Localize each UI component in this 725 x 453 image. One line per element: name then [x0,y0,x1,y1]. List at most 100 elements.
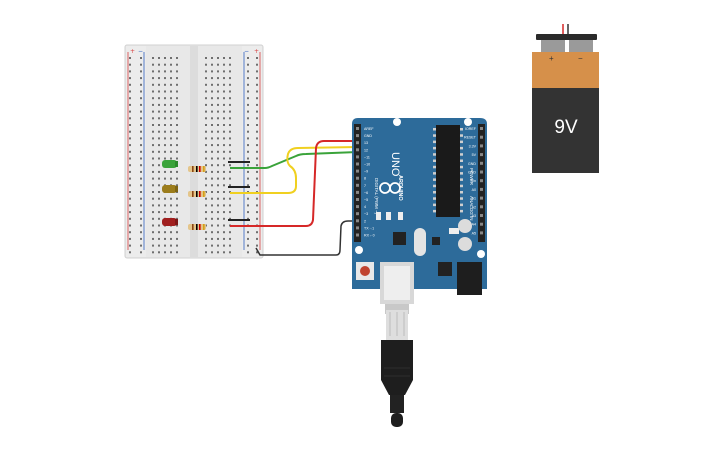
breadboard-hole[interactable] [229,157,231,160]
breadboard-hole[interactable] [164,137,166,140]
breadboard-hole[interactable] [140,137,142,140]
breadboard-hole[interactable] [205,177,207,180]
breadboard-hole[interactable] [140,231,142,234]
breadboard-hole[interactable] [129,117,131,120]
breadboard-hole[interactable] [129,224,131,227]
breadboard-hole[interactable] [223,191,225,193]
breadboard-hole[interactable] [247,83,249,86]
breadboard-hole[interactable] [170,237,172,240]
breadboard-hole[interactable] [247,157,249,160]
digital-pin[interactable] [356,127,359,130]
breadboard-hole[interactable] [158,77,160,80]
wires[interactable] [230,140,359,256]
breadboard-hole[interactable] [164,197,166,200]
breadboard-hole[interactable] [170,137,172,140]
breadboard-hole[interactable] [129,130,131,133]
breadboard-hole[interactable] [223,164,225,167]
breadboard-hole[interactable] [211,63,213,66]
digital-pin[interactable] [356,183,359,187]
breadboard-hole[interactable] [140,224,142,227]
breadboard-hole[interactable] [217,237,219,240]
breadboard-hole[interactable] [205,197,207,200]
breadboard-hole[interactable] [140,77,142,80]
led-yellow[interactable] [162,185,178,193]
digital-pin[interactable] [356,198,359,201]
breadboard-hole[interactable] [256,184,258,187]
breadboard-hole[interactable] [217,57,219,59]
breadboard-hole[interactable] [170,77,172,80]
breadboard-hole[interactable] [158,184,160,187]
breadboard-hole[interactable] [140,83,142,86]
breadboard-hole[interactable] [152,251,154,254]
breadboard-hole[interactable] [140,170,142,173]
breadboard-hole[interactable] [229,63,231,66]
breadboard-hole[interactable] [140,144,142,147]
breadboard-hole[interactable] [140,130,142,133]
breadboard-hole[interactable] [152,77,154,80]
breadboard-hole[interactable] [223,177,225,180]
breadboard-hole[interactable] [211,90,213,93]
breadboard-hole[interactable] [247,170,249,173]
breadboard-hole[interactable] [256,117,258,120]
breadboard-hole[interactable] [158,251,160,254]
breadboard-hole[interactable] [217,77,219,80]
breadboard-hole[interactable] [140,57,142,59]
breadboard-hole[interactable] [256,77,258,80]
breadboard-hole[interactable] [217,217,219,220]
breadboard-hole[interactable] [152,197,154,200]
breadboard-hole[interactable] [217,97,219,100]
breadboard-hole[interactable] [170,130,172,133]
breadboard-hole[interactable] [256,170,258,173]
breadboard-hole[interactable] [229,177,231,180]
breadboard-hole[interactable] [247,63,249,66]
breadboard-hole[interactable] [158,164,160,167]
breadboard-hole[interactable] [205,237,207,240]
breadboard-hole[interactable] [229,97,231,100]
breadboard-hole[interactable] [152,110,154,113]
breadboard-hole[interactable] [129,231,131,234]
breadboard-hole[interactable] [129,164,131,167]
breadboard-hole[interactable] [247,217,249,220]
breadboard-hole[interactable] [211,164,213,167]
breadboard-hole[interactable] [176,231,178,234]
breadboard-hole[interactable] [256,137,258,140]
breadboard-hole[interactable] [205,204,207,207]
breadboard-hole[interactable] [129,103,131,106]
breadboard-hole[interactable] [211,244,213,247]
breadboard-hole[interactable] [164,251,166,254]
digital-pin[interactable] [356,134,359,138]
breadboard-hole[interactable] [211,177,213,180]
breadboard-hole[interactable] [176,211,178,214]
breadboard-hole[interactable] [158,137,160,140]
breadboard-hole[interactable] [205,184,207,187]
breadboard-hole[interactable] [170,97,172,100]
breadboard-hole[interactable] [247,70,249,73]
breadboard-hole[interactable] [223,217,225,220]
breadboard-hole[interactable] [217,63,219,66]
breadboard-hole[interactable] [223,70,225,73]
breadboard-hole[interactable] [158,150,160,153]
breadboard-hole[interactable] [256,110,258,113]
breadboard-hole[interactable] [211,117,213,120]
breadboard-hole[interactable] [217,164,219,167]
breadboard-hole[interactable] [223,90,225,93]
breadboard-hole[interactable] [140,177,142,180]
breadboard-hole[interactable] [229,164,231,167]
breadboard-hole[interactable] [176,251,178,254]
analog-pin[interactable] [480,144,483,148]
breadboard-hole[interactable] [217,191,219,193]
breadboard-hole[interactable] [140,110,142,113]
breadboard-hole[interactable] [129,97,131,100]
breadboard-hole[interactable] [205,211,207,214]
breadboard-hole[interactable] [247,237,249,240]
breadboard-hole[interactable] [170,110,172,113]
reset-button[interactable] [356,262,374,280]
breadboard-hole[interactable] [247,244,249,247]
analog-pin[interactable] [480,214,483,217]
breadboard-hole[interactable] [217,170,219,173]
breadboard-hole[interactable] [170,204,172,207]
breadboard-hole[interactable] [158,157,160,160]
breadboard-hole[interactable] [158,90,160,93]
digital-pin[interactable] [356,205,359,209]
